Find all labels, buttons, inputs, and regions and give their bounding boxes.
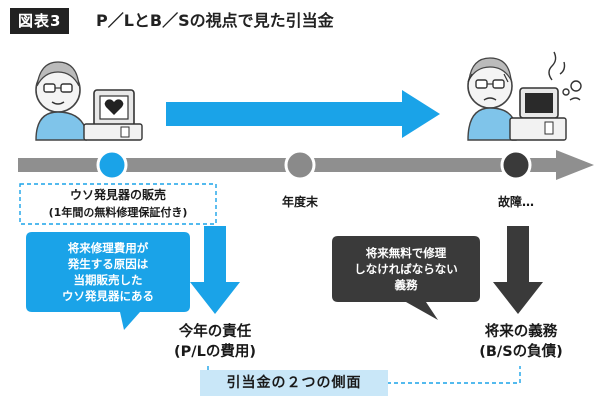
time-arrow-shaft	[166, 102, 406, 126]
person-with-broken-lie-detector-icon	[467, 51, 582, 141]
sale-label: ウソ発見器の販売	[69, 188, 166, 202]
year-end-label: 年度末	[281, 195, 318, 209]
year-end-dot	[284, 149, 316, 181]
right-result-subtitle: (B/Sの負債)	[479, 344, 563, 360]
right-speech-bubble	[332, 236, 480, 320]
left-bubble-line: 将来修理費用が	[67, 241, 149, 255]
figure-title: P／LとB／Sの視点で見た引当金	[96, 11, 334, 30]
time-arrow-head	[402, 90, 440, 138]
right-bubble-line: しなければならない	[354, 262, 458, 276]
heart-icon	[104, 99, 124, 115]
right-down-arrow-head	[493, 282, 543, 314]
right-bubble-text: 将来無料で修理 しなければならない 義務	[334, 245, 478, 293]
timeline-arrowhead	[556, 150, 594, 180]
right-result-title: 将来の義務	[484, 324, 558, 340]
person-with-working-lie-detector-icon	[35, 61, 143, 141]
failure-label: 故障…	[497, 195, 534, 209]
left-down-arrow-shaft	[204, 226, 226, 284]
sale-dot	[96, 149, 128, 181]
smoke-icon	[548, 51, 582, 101]
failure-dot	[500, 149, 532, 181]
left-result-subtitle: (P/Lの費用)	[174, 344, 256, 360]
sale-dashed-box	[19, 183, 217, 225]
left-down-arrow-head	[190, 282, 240, 314]
left-bubble-line: ウソ発見器にある	[62, 289, 154, 303]
left-result-title: 今年の責任	[178, 324, 252, 340]
figure-badge: 図表3	[10, 8, 70, 34]
left-bubble-line: 当期販売した	[73, 273, 143, 287]
summary-label: 引当金の２つの側面	[200, 370, 388, 396]
sale-sublabel: (1年間の無料修理保証付き)	[48, 206, 188, 219]
right-down-arrow-shaft	[507, 226, 529, 284]
left-bubble-text: 将来修理費用が 発生する原因は 当期販売した ウソ発見器にある	[28, 240, 188, 304]
right-bubble-line: 将来無料で修理	[365, 246, 447, 260]
left-speech-bubble	[26, 232, 190, 330]
right-bubble-line: 義務	[394, 278, 418, 292]
left-bubble-line: 発生する原因は	[67, 257, 149, 271]
